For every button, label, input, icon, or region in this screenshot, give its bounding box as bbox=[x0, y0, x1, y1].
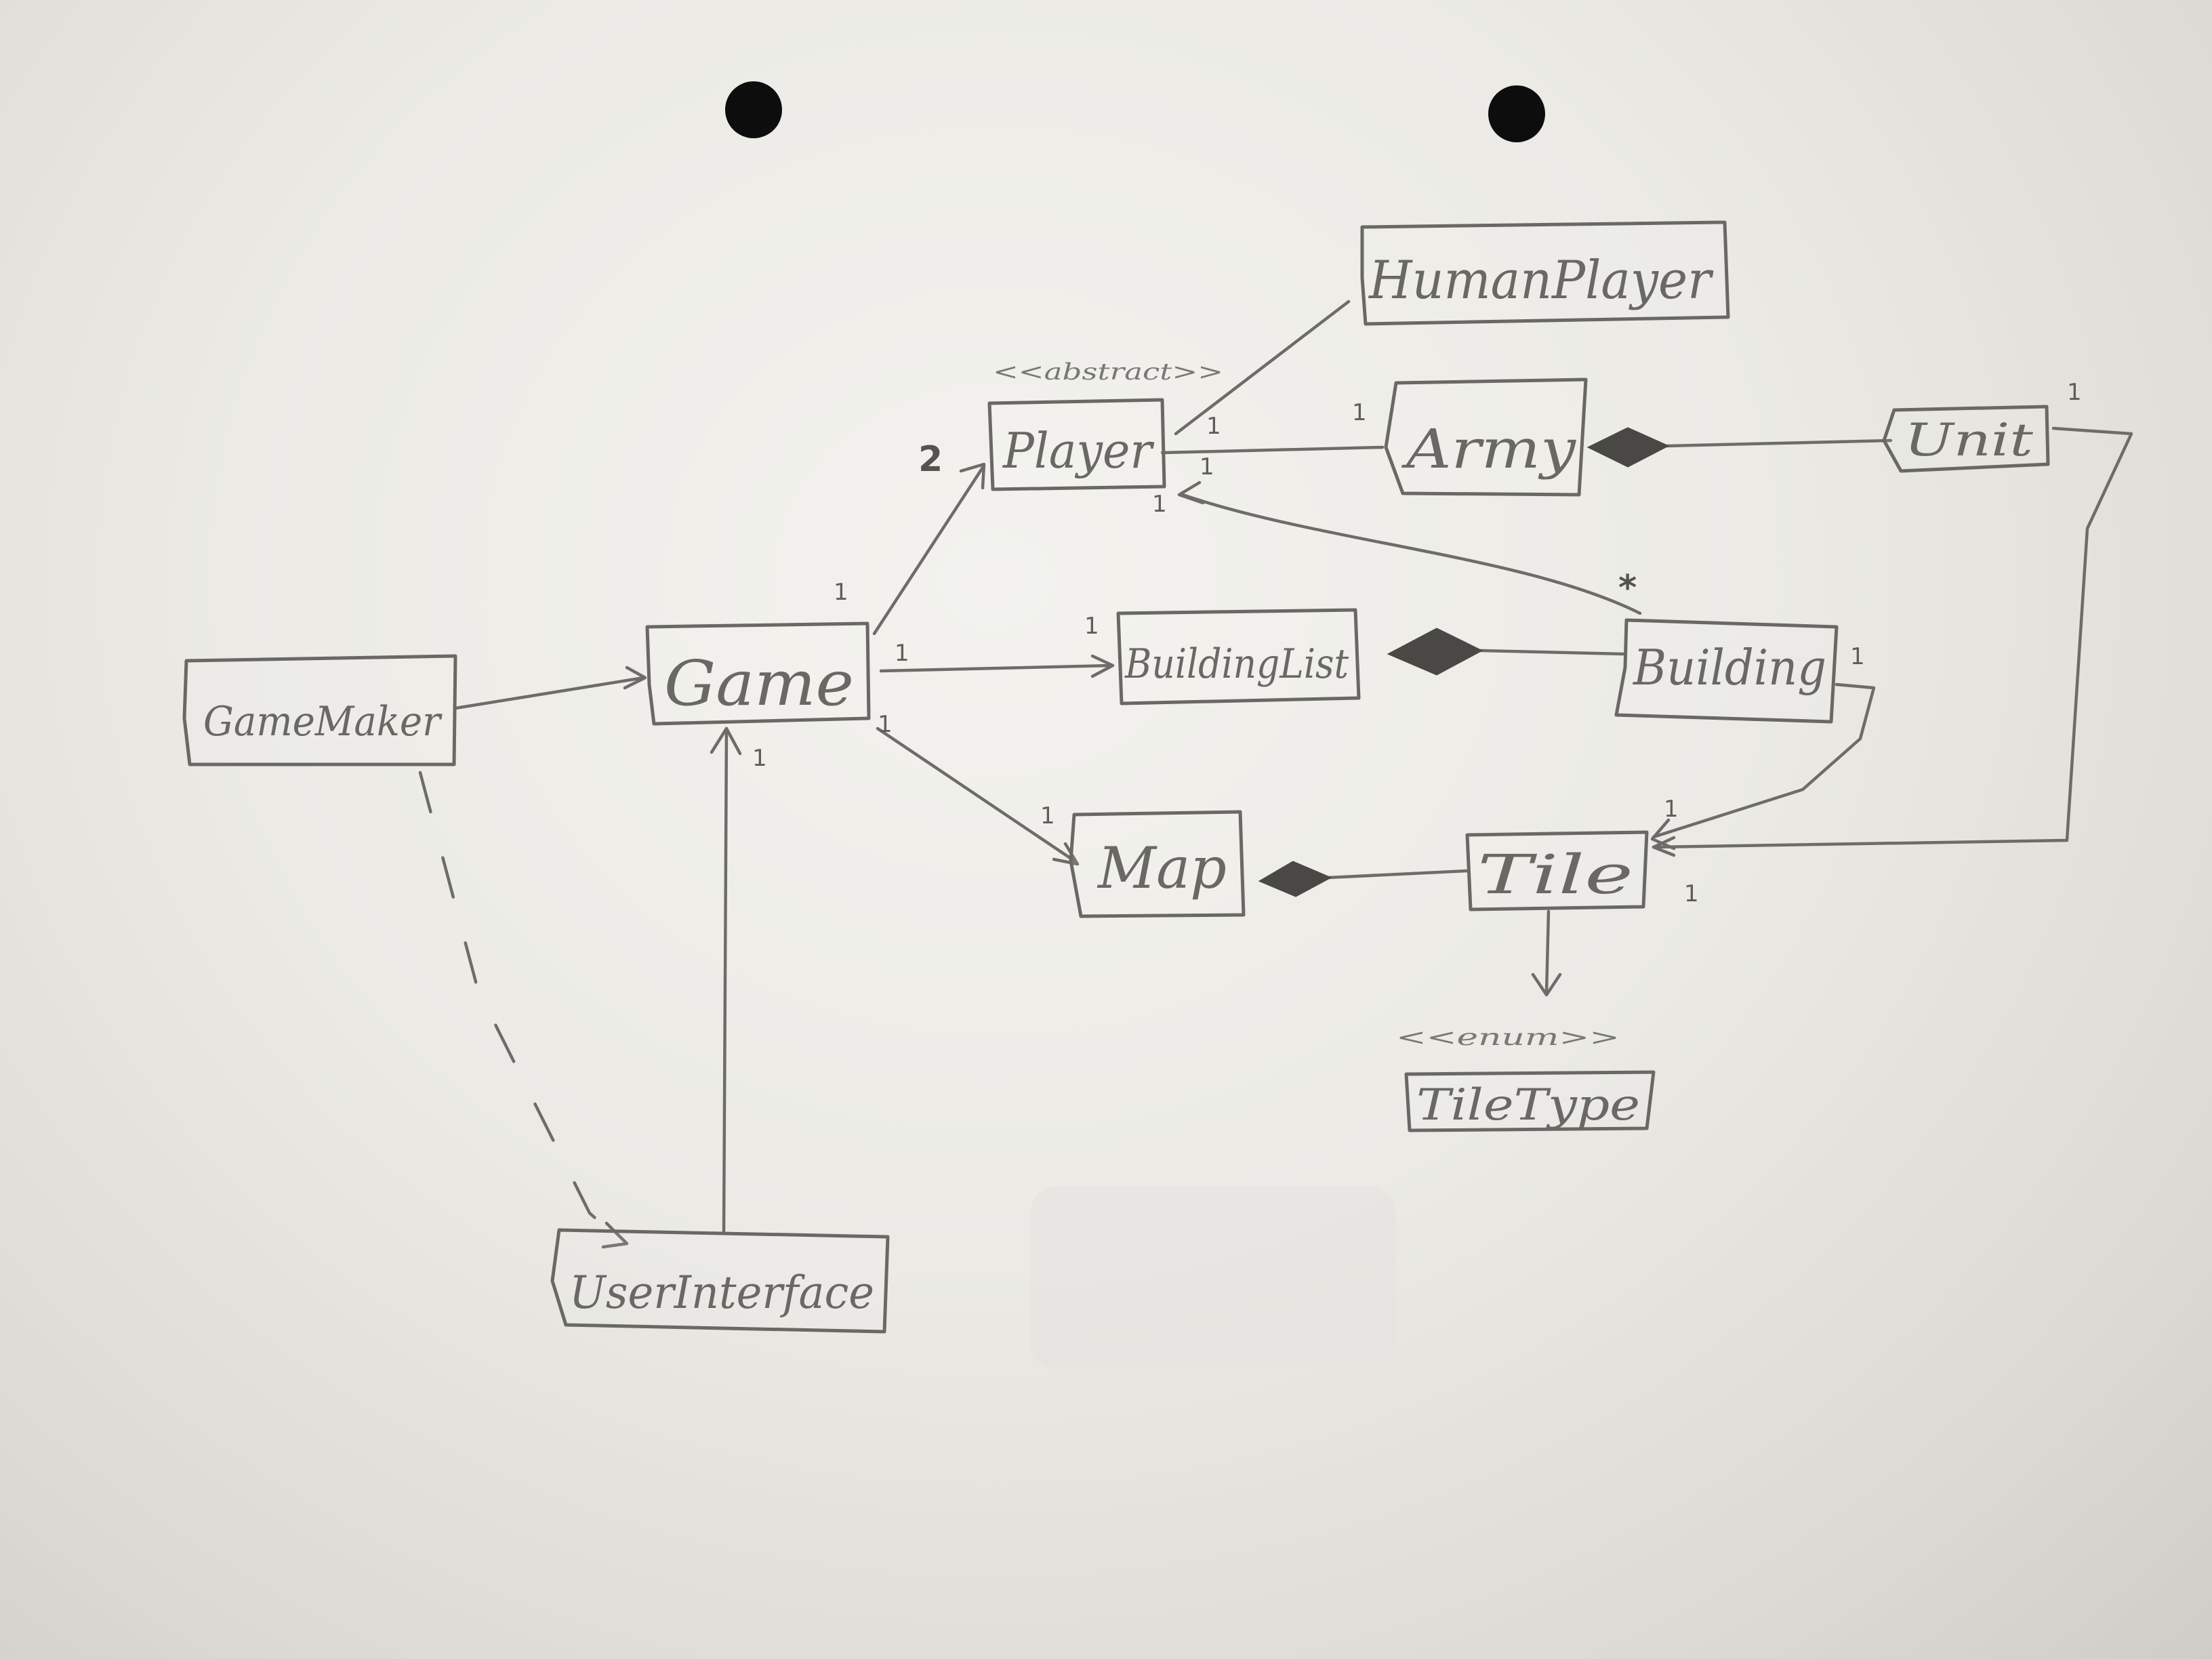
player-army-association bbox=[1160, 445, 1385, 455]
humanplayer-player-generalization bbox=[1174, 300, 1351, 436]
class-humanplayer-label: HumanPlayer bbox=[1368, 250, 1714, 311]
class-tiletype[interactable]: <<enum>> TileType bbox=[1396, 1024, 1656, 1132]
composition-diamond bbox=[1258, 861, 1332, 897]
class-map-label: Map bbox=[1097, 835, 1227, 901]
tiletype-stereotype: <<enum>> bbox=[1396, 1024, 1620, 1051]
class-gamemaker-label: GameMaker bbox=[203, 698, 443, 745]
class-unit[interactable]: Unit bbox=[1882, 405, 2050, 473]
ui-game-association bbox=[710, 726, 742, 1235]
gamemaker-game-association bbox=[453, 665, 647, 710]
eraser-smudge bbox=[1030, 1186, 1396, 1369]
class-gamemaker[interactable]: GameMaker bbox=[182, 654, 457, 766]
game-map-association bbox=[876, 726, 1080, 866]
class-tiletype-label: TileType bbox=[1416, 1080, 1640, 1130]
class-player-label: Player bbox=[1002, 422, 1154, 479]
class-army-label: Army bbox=[1401, 417, 1577, 480]
composition-diamond bbox=[1586, 427, 1670, 468]
player-building-association bbox=[1177, 480, 1642, 615]
class-userinterface-label: UserInterface bbox=[569, 1267, 874, 1319]
mult-unit-tile-unit: 1 bbox=[2067, 379, 2082, 406]
gamemaker-ui-dependency bbox=[418, 771, 629, 1249]
game-player-association bbox=[872, 462, 986, 636]
class-unit-label: Unit bbox=[1904, 414, 2034, 466]
building-tile-association bbox=[1650, 682, 1876, 851]
map-tile-composition bbox=[1258, 861, 1469, 897]
player-stereotype: <<abstract>> bbox=[993, 359, 1223, 386]
mult-game-player-game: 1 bbox=[834, 579, 848, 606]
mult-game-buildinglist-list: 1 bbox=[1084, 613, 1099, 640]
class-buildinglist-label: BuildingList bbox=[1124, 640, 1349, 688]
composition-diamond bbox=[1387, 628, 1483, 676]
class-humanplayer[interactable]: HumanPlayer bbox=[1360, 220, 1730, 326]
class-player[interactable]: <<abstract>> Player bbox=[987, 359, 1223, 491]
mult-building-tile-building: 1 bbox=[1850, 643, 1865, 670]
mult-game-player-player: 2 bbox=[918, 439, 943, 480]
class-map[interactable]: Map bbox=[1069, 810, 1246, 918]
class-tile-label: Tile bbox=[1477, 843, 1633, 906]
army-unit-composition bbox=[1586, 427, 1893, 468]
punch-hole-right bbox=[1488, 85, 1545, 142]
mult-tile-bottom: 1 bbox=[1684, 880, 1699, 907]
mult-ui-game-game: 1 bbox=[752, 745, 767, 772]
class-game-label: Game bbox=[664, 647, 854, 720]
mult-player-building-building: * bbox=[1618, 568, 1637, 609]
unit-tile-association bbox=[1652, 426, 2133, 857]
tile-tiletype-association bbox=[1531, 909, 1562, 997]
class-game[interactable]: Game bbox=[645, 621, 871, 726]
buildinglist-building-composition bbox=[1387, 628, 1625, 676]
mult-game-map-game: 1 bbox=[878, 711, 893, 738]
mult-player-army-player: 1 bbox=[1206, 413, 1221, 440]
class-building-label: Building bbox=[1632, 639, 1826, 696]
mult-player-building-player: 1 bbox=[1200, 453, 1214, 480]
class-buildinglist[interactable]: BuildingList bbox=[1116, 608, 1361, 705]
game-buildinglist-association bbox=[879, 654, 1115, 678]
mult-game-map-map: 1 bbox=[1040, 802, 1055, 830]
mult-player-army-army: 1 bbox=[1352, 399, 1367, 426]
mult-game-buildinglist-game: 1 bbox=[895, 640, 909, 667]
mult-tile-top: 1 bbox=[1664, 796, 1679, 823]
punch-hole-left bbox=[725, 81, 782, 138]
class-tile[interactable]: Tile bbox=[1465, 830, 1649, 912]
mult-player-bottom: 1 bbox=[1152, 491, 1167, 518]
class-building[interactable]: Building bbox=[1614, 618, 1839, 724]
class-userinterface[interactable]: UserInterface bbox=[550, 1228, 890, 1334]
class-army[interactable]: Army bbox=[1384, 377, 1588, 497]
